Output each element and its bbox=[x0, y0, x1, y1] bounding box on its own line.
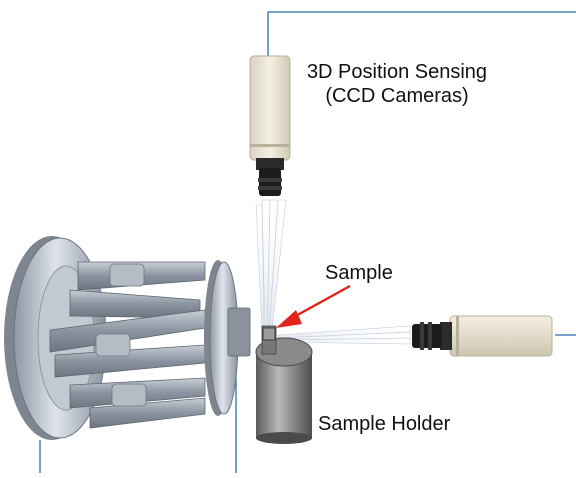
right-camera-lens-ring bbox=[428, 322, 432, 350]
sample-holder-bottom bbox=[256, 432, 312, 444]
arrow-head bbox=[276, 310, 302, 328]
right-camera-lens-mount bbox=[440, 322, 452, 350]
right-ccd-camera bbox=[412, 315, 553, 357]
top-camera-seam bbox=[250, 144, 290, 147]
vertical-beams bbox=[255, 199, 287, 331]
leader-line-top-camera bbox=[267, 11, 576, 62]
camera-label-line1: 3D Position Sensing bbox=[306, 61, 488, 83]
sample-holder-label: Sample Holder bbox=[318, 413, 451, 435]
right-camera-body bbox=[449, 315, 553, 357]
right-camera-seam bbox=[456, 316, 459, 356]
strut-joint bbox=[109, 263, 145, 287]
hexapod-struts bbox=[49, 261, 206, 429]
strut-joint bbox=[95, 333, 131, 357]
sample-pointer-arrow bbox=[276, 284, 351, 328]
hexapod bbox=[4, 236, 251, 440]
top-camera-lens-mount bbox=[256, 158, 284, 170]
top-camera-lens-ring bbox=[258, 186, 282, 190]
camera-label-line2: (CCD Cameras) bbox=[325, 85, 469, 107]
top-ccd-camera bbox=[249, 55, 291, 196]
sample-piece bbox=[262, 327, 276, 341]
leader-lines bbox=[39, 11, 576, 473]
top-camera-lens-ring bbox=[258, 178, 282, 182]
right-camera-lens bbox=[412, 324, 442, 348]
arrow-shaft bbox=[291, 284, 351, 320]
sample-label: Sample bbox=[325, 262, 393, 284]
sample-holder bbox=[255, 325, 313, 444]
hexapod-mount-block bbox=[227, 307, 251, 357]
strut-joint bbox=[111, 383, 147, 407]
right-camera-lens-ring bbox=[420, 322, 424, 350]
camera-label: 3D Position Sensing (CCD Cameras) bbox=[297, 60, 497, 108]
horizontal-beams bbox=[277, 325, 411, 345]
